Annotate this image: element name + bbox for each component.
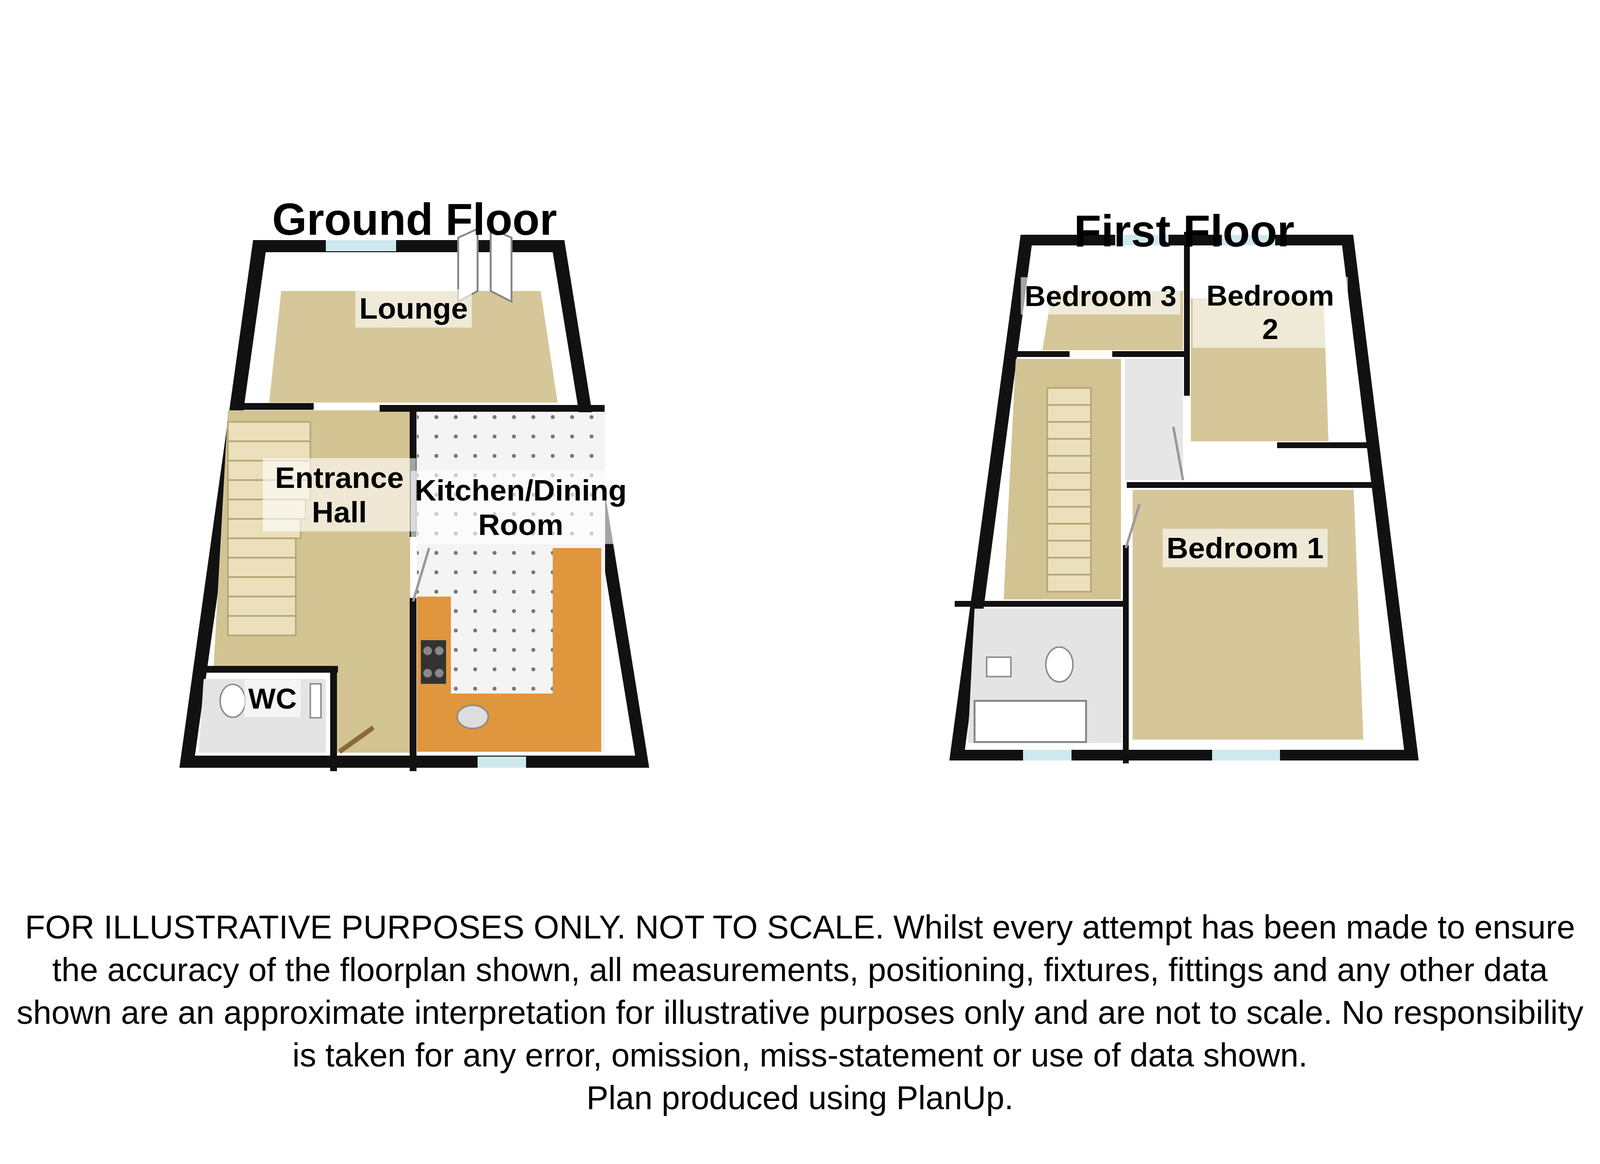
room-label: Bedroom 3 [1020,277,1181,315]
floor-heading: Ground Floor [174,193,655,245]
credit-note: Plan produced using PlanUp. [586,1075,1014,1119]
room-name: Lounge [359,291,468,325]
room-label: Kitchen/Dining Room [410,470,631,544]
room-name: WC [248,682,297,715]
room-name: Bedroom 2 [1206,279,1334,346]
floor-heading: First Floor [943,205,1426,256]
floor-outline: Ground FloorLoungeEntrance HallKitchen/D… [174,193,655,776]
disclaimer-caption: FOR ILLUSTRATIVE PURPOSES ONLY. NOT TO S… [4,905,1596,1076]
footer-area: FOR ILLUSTRATIVE PURPOSES ONLY. NOT TO S… [4,905,1596,1119]
room-name: Entrance Hall [274,460,404,529]
floor-outline: First FloorBedroom 3 Bedroom 2 Bedroom 1 [943,205,1426,768]
room-label: WC [244,679,301,718]
room-name: Kitchen/Dining Room [414,473,627,542]
room-label: Lounge [355,288,472,328]
room-label: Bedroom 2 [1192,276,1348,348]
room-label: Bedroom 1 [1162,528,1328,567]
room-label: Entrance Hall [262,458,416,532]
room-name: Bedroom 3 [1024,279,1177,313]
room-name: Bedroom 1 [1166,530,1324,565]
